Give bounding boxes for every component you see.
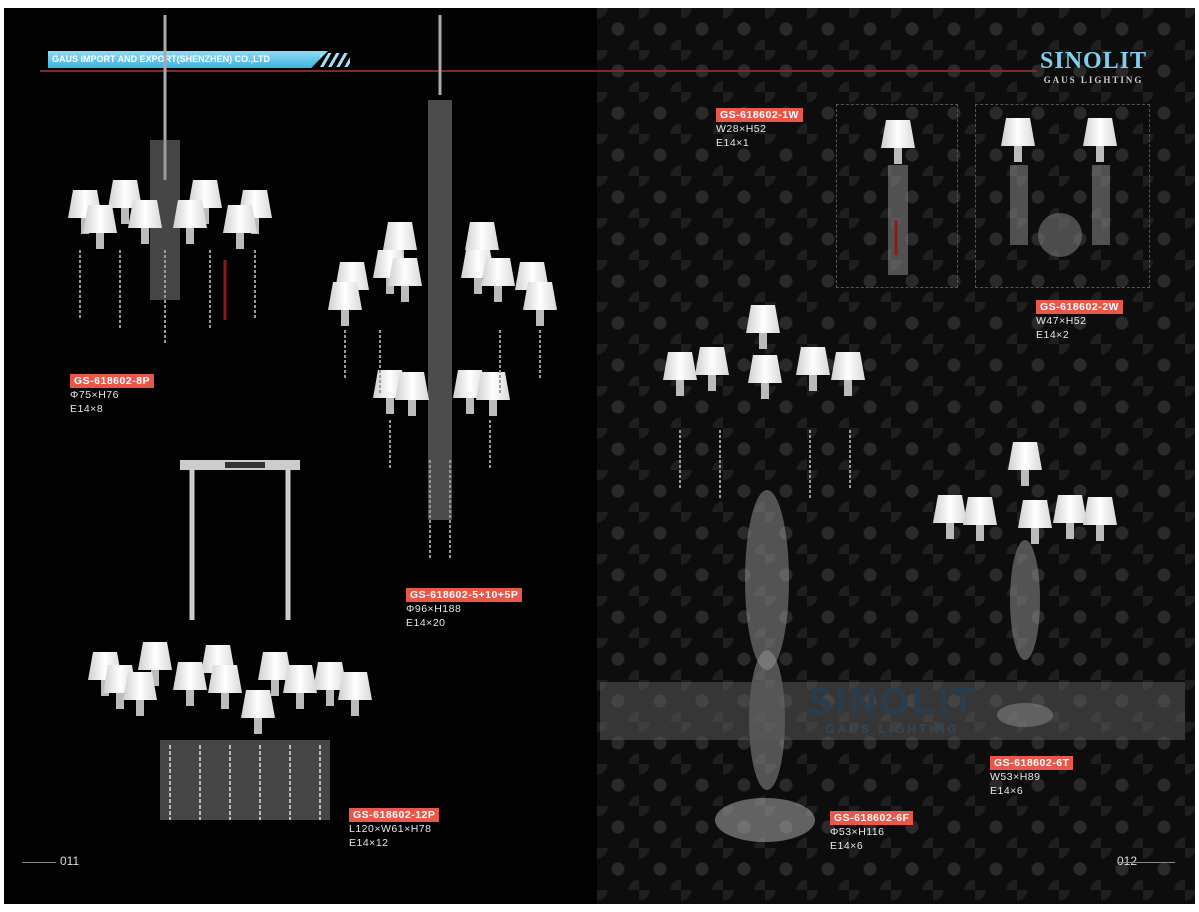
sconce-2w-image — [1001, 118, 1117, 257]
frame-1w — [836, 104, 958, 288]
header-rule-right — [597, 70, 1037, 72]
frame-2w — [975, 104, 1150, 288]
chandelier-12p-image — [88, 460, 372, 820]
header-rule — [40, 70, 597, 72]
sconce-1w-image — [881, 120, 915, 275]
page-number-left: 011 — [21, 854, 80, 868]
page-number-right: 012 — [1117, 854, 1176, 868]
banner-stripes — [320, 53, 350, 67]
floor-lamp-6f-image — [663, 305, 865, 842]
chandelier-20p-image — [328, 15, 557, 560]
company-banner: GAUS IMPORT AND EXPORT(SHENZHEN) CO.,LTD — [48, 51, 328, 68]
left-page — [4, 8, 597, 904]
chandelier-8p-image — [68, 15, 272, 345]
